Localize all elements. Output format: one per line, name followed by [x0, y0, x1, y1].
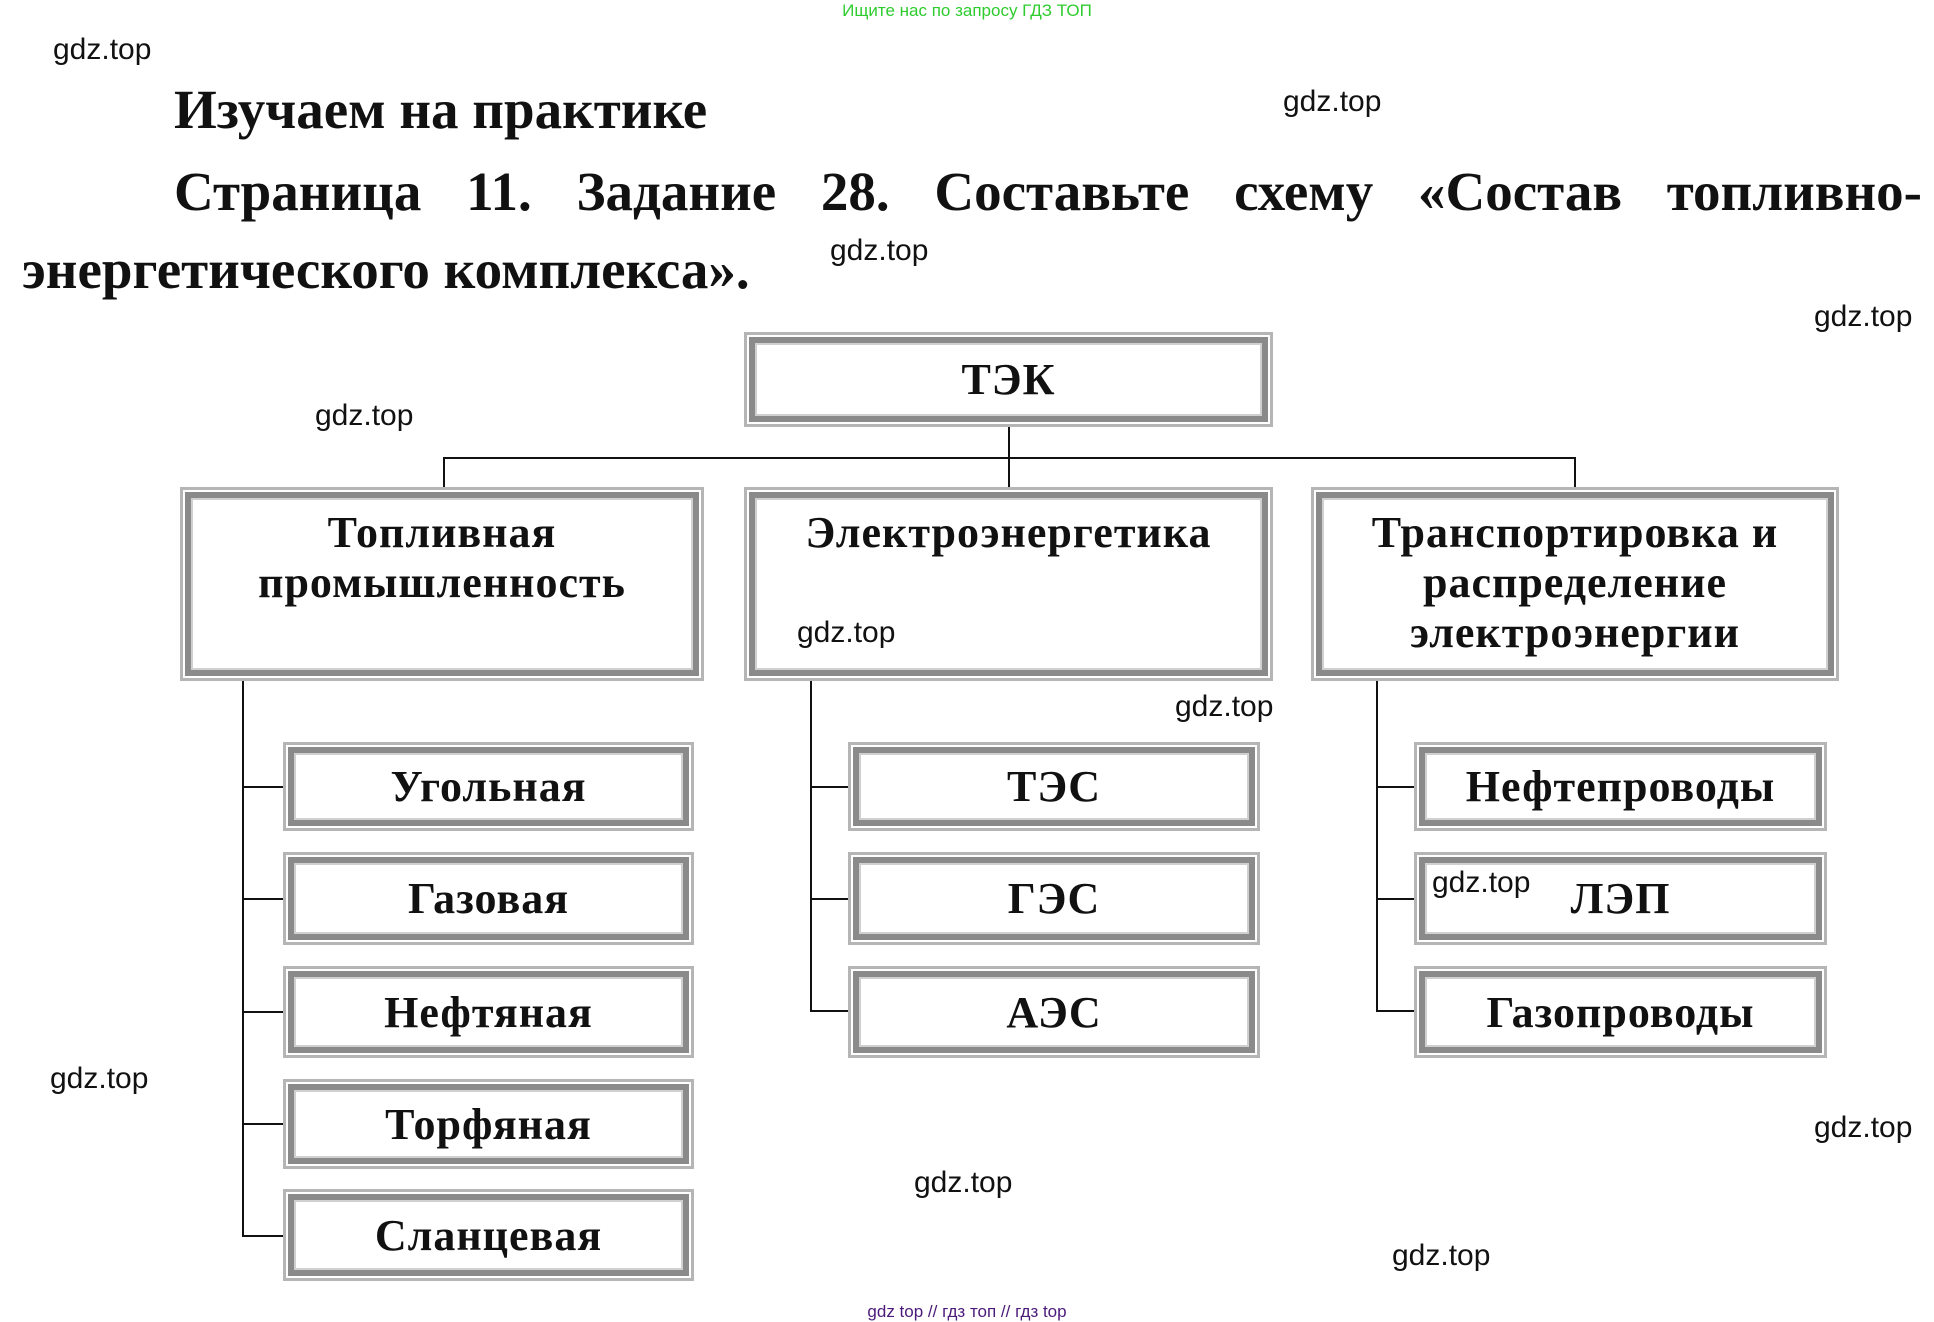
watermark: gdz.top [1175, 690, 1274, 723]
connector [242, 1011, 284, 1013]
item-box: Газовая [283, 852, 694, 945]
item-box: Сланцевая [283, 1189, 694, 1281]
category-box-transport: Транспортировка и распределение электроэ… [1311, 487, 1839, 681]
connector [1376, 898, 1415, 900]
category-box-electric: Электроэнергетика [744, 487, 1273, 681]
watermark: gdz.top [914, 1166, 1013, 1199]
item-box: АЭС [848, 966, 1260, 1058]
connector [1574, 457, 1576, 487]
watermark: gdz.top [1432, 866, 1531, 899]
connector [242, 898, 284, 900]
connector [1376, 681, 1378, 1011]
item-box: Торфяная [283, 1079, 694, 1169]
connector [810, 681, 812, 1011]
watermark: gdz.top [315, 399, 414, 432]
watermark: gdz.top [797, 616, 896, 649]
watermark: gdz.top [1814, 300, 1913, 333]
connector [810, 1010, 849, 1012]
connector [1376, 1010, 1415, 1012]
item-box: Нефтепроводы [1414, 742, 1827, 831]
watermark: gdz.top [1814, 1111, 1913, 1144]
connector [242, 786, 284, 788]
section-heading: Изучаем на практике [174, 79, 708, 140]
connector [1376, 786, 1415, 788]
task-text: Страница 11. Задание 28. Составьте схему… [22, 161, 1922, 300]
connector [242, 1235, 284, 1237]
watermark: gdz.top [53, 33, 152, 66]
item-box: Нефтяная [283, 966, 694, 1058]
watermark: gdz.top [1392, 1239, 1491, 1272]
connector [443, 457, 1576, 459]
watermark: gdz.top [1283, 85, 1382, 118]
connector [810, 786, 849, 788]
connector [242, 1123, 284, 1125]
connector [443, 457, 445, 487]
item-box: Угольная [283, 742, 694, 831]
bottom-banner[interactable]: gdz top // гдз топ // гдз top [867, 1302, 1067, 1321]
connector [242, 681, 244, 1237]
watermark: gdz.top [50, 1062, 149, 1095]
item-box: ЛЭП [1414, 852, 1827, 945]
top-banner[interactable]: Ищите нас по запросу ГДЗ ТОП [842, 1, 1092, 20]
item-box: ТЭС [848, 742, 1260, 831]
item-box: ГЭС [848, 852, 1260, 945]
connector [810, 898, 849, 900]
watermark: gdz.top [830, 234, 929, 267]
category-box-fuel: Топливная промышленность [180, 487, 704, 681]
root-box: ТЭК [744, 332, 1273, 427]
item-box: Газопроводы [1414, 966, 1827, 1058]
